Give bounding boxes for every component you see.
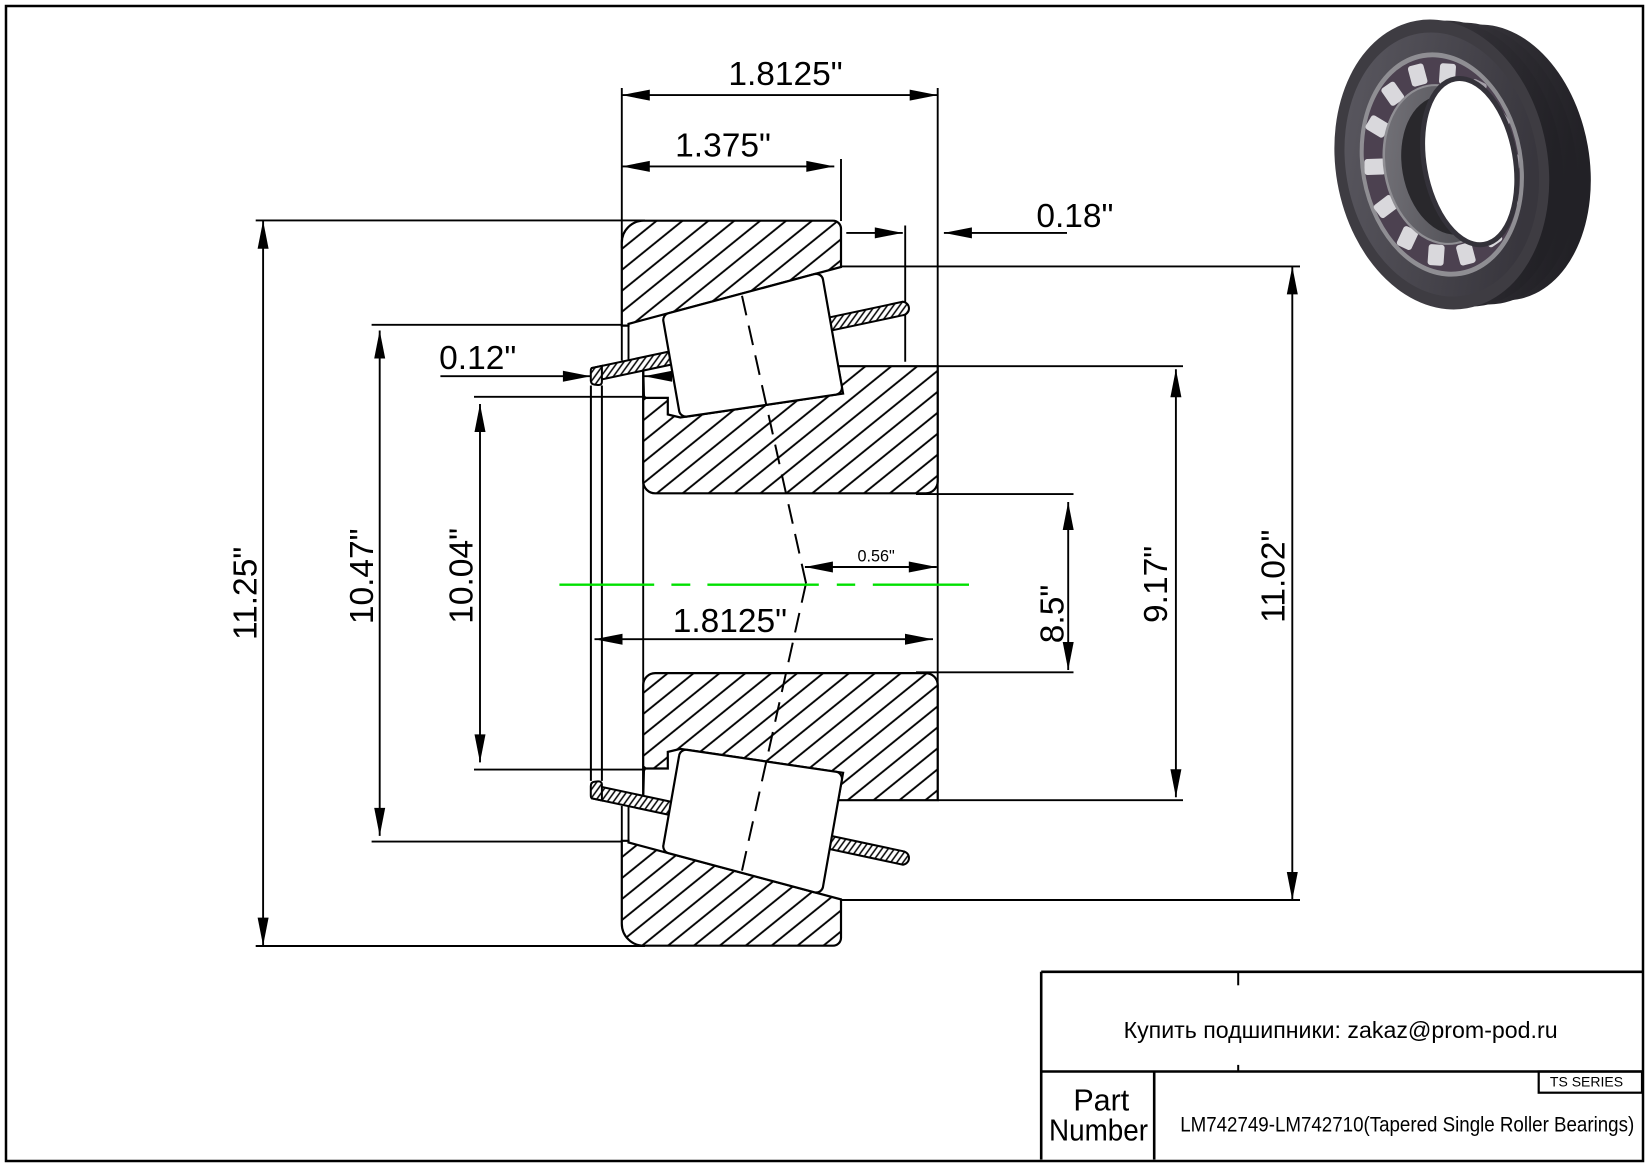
svg-text:11.02": 11.02" <box>1256 530 1293 623</box>
svg-text:Number: Number <box>1049 1114 1148 1148</box>
svg-text:0.56": 0.56" <box>857 548 895 566</box>
svg-text:8.5": 8.5" <box>1034 585 1071 643</box>
svg-text:10.04": 10.04" <box>443 528 480 624</box>
svg-text:9.17": 9.17" <box>1138 546 1175 623</box>
svg-text:Part: Part <box>1073 1084 1129 1118</box>
svg-text:TS SERIES: TS SERIES <box>1550 1074 1623 1090</box>
svg-text:Купить подшипники: zakaz@prom-: Купить подшипники: zakaz@prom-pod.ru <box>1124 1017 1558 1043</box>
svg-text:LM742749-LM742710(Tapered Sing: LM742749-LM742710(Tapered Single Roller … <box>1180 1113 1634 1137</box>
svg-text:1.375": 1.375" <box>675 128 771 165</box>
svg-text:1.8125": 1.8125" <box>673 603 787 640</box>
svg-text:11.25": 11.25" <box>227 547 264 640</box>
svg-text:0.18": 0.18" <box>1036 198 1113 235</box>
svg-text:10.47": 10.47" <box>344 528 381 624</box>
svg-text:0.12": 0.12" <box>439 340 516 377</box>
svg-text:1.8125": 1.8125" <box>728 56 842 93</box>
